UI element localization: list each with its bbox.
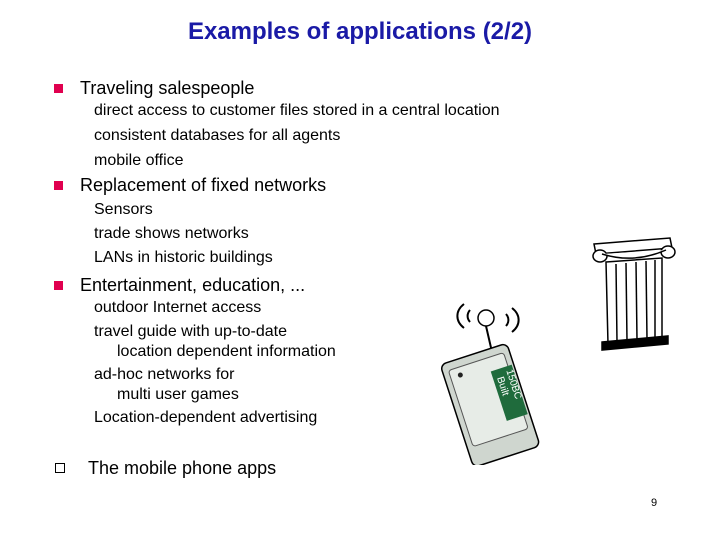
list-item: consistent databases for all agents xyxy=(94,127,341,144)
hollow-bullet xyxy=(55,463,65,473)
page-number: 9 xyxy=(651,497,658,509)
bullet-square xyxy=(54,181,63,190)
section-heading-entertainment: Entertainment, education, ... xyxy=(80,275,306,295)
bullet-square xyxy=(54,84,63,93)
list-item: outdoor Internet access xyxy=(94,299,262,316)
mobile-apps-heading: The mobile phone apps xyxy=(88,458,277,478)
list-item: Location-dependent advertising xyxy=(94,409,318,426)
section-heading-fixed-networks: Replacement of fixed networks xyxy=(80,175,327,195)
list-item: LANs in historic buildings xyxy=(94,249,273,266)
list-item: Sensors xyxy=(94,201,153,218)
list-item: mobile office xyxy=(94,152,184,169)
wireless-card-illustration: Built 150BC xyxy=(440,303,540,465)
section-heading-traveling: Traveling salespeople xyxy=(80,78,255,98)
list-item: multi user games xyxy=(117,386,239,403)
bullet-square xyxy=(54,281,63,290)
slide-title: Examples of applications (2/2) xyxy=(187,18,533,45)
list-item: direct access to customer files stored i… xyxy=(94,102,500,119)
greek-column-illustration xyxy=(592,237,676,351)
list-item: location dependent information xyxy=(117,343,336,360)
list-item: trade shows networks xyxy=(94,225,249,242)
list-item: ad-hoc networks for xyxy=(94,366,235,383)
list-item: travel guide with up-to-date xyxy=(94,323,287,340)
